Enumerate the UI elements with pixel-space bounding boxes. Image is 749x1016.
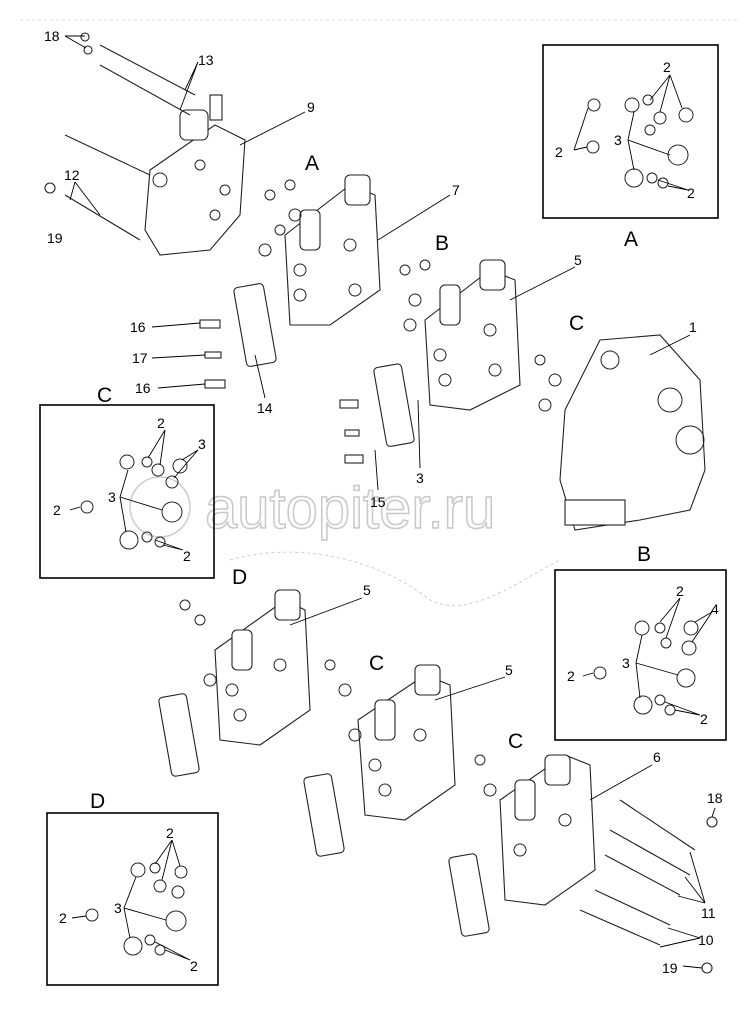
detent-cover-14 xyxy=(233,283,415,447)
solenoid-valve-9 xyxy=(144,94,246,256)
callout-18: 18 xyxy=(707,790,723,806)
section-letter-d: D xyxy=(232,566,247,589)
valve-section-5-c xyxy=(357,664,456,821)
o-rings-b xyxy=(399,259,431,332)
inlet-cover-1 xyxy=(559,334,706,531)
callout-1: 1 xyxy=(689,319,697,335)
valve-section-5-b xyxy=(424,259,521,411)
callout-15: 15 xyxy=(370,494,386,510)
callout-7: 7 xyxy=(452,182,460,198)
lower-covers xyxy=(158,693,490,937)
callout-19: 19 xyxy=(662,960,678,976)
lower-o-rings xyxy=(179,599,497,797)
o-rings-a xyxy=(258,179,302,257)
callout-5: 5 xyxy=(505,662,513,678)
callout-label: 3 xyxy=(614,132,622,148)
callout-label: 2 xyxy=(567,668,575,684)
callout-16: 16 xyxy=(130,319,146,335)
section-letter-c: C xyxy=(569,312,584,335)
callout-label: 2 xyxy=(687,185,695,201)
callout-12: 12 xyxy=(64,167,80,183)
inset-title: B xyxy=(637,543,651,566)
callout-16: 16 xyxy=(135,380,151,396)
inset-b: B 2 4 2 3 2 xyxy=(554,543,727,741)
callout-6: 6 xyxy=(653,749,661,765)
callout-label: 2 xyxy=(183,548,191,564)
callout-label: autopiter.ru xyxy=(205,476,495,541)
callout-13: 13 xyxy=(198,52,214,68)
assembly-line xyxy=(229,551,561,606)
o-rings-c xyxy=(534,354,562,412)
leader-lines xyxy=(64,35,716,969)
section-letter-c: C xyxy=(369,652,384,675)
section-letter-b: B xyxy=(435,232,449,255)
callout-label: 2 xyxy=(676,583,684,599)
inset-title: A xyxy=(624,228,638,251)
callout-label: 2 xyxy=(166,825,174,841)
callout-9: 9 xyxy=(307,99,315,115)
callout-label: 2 xyxy=(53,502,61,518)
callout-5: 5 xyxy=(363,582,371,598)
tie-rods-10-11 xyxy=(579,799,718,974)
valve-section-5-d xyxy=(214,589,311,746)
callout-label: 2 xyxy=(59,910,67,926)
callout-label: 3 xyxy=(114,900,122,916)
section-letter-a: A xyxy=(305,152,319,175)
watermark: autopiter.ru xyxy=(129,475,496,542)
inset-d: D 2 2 3 2 xyxy=(46,790,219,986)
section-letter-c: C xyxy=(508,730,523,753)
callout-14: 14 xyxy=(257,400,273,416)
valve-section-7 xyxy=(284,174,381,326)
callout-11: 11 xyxy=(701,905,716,921)
callout-3: 3 xyxy=(416,470,424,486)
inset-title: D xyxy=(90,790,105,813)
callout-label: 2 xyxy=(190,958,198,974)
inset-c: C 2 3 2 3 2 xyxy=(39,384,215,579)
callout-label: 2 xyxy=(555,144,563,160)
callout-label: 4 xyxy=(711,601,719,617)
callout-label: 2 xyxy=(700,711,708,727)
callout-label: 3 xyxy=(198,436,206,452)
callout-label: 2 xyxy=(157,415,165,431)
inset-a: A 2 2 3 2 xyxy=(542,44,719,251)
inset-title: C xyxy=(97,384,112,407)
callout-10: 10 xyxy=(698,932,714,948)
callout-19: 19 xyxy=(47,230,63,246)
callout-5: 5 xyxy=(574,252,582,268)
callout-17: 17 xyxy=(132,350,148,366)
screws-16-17 xyxy=(199,319,364,464)
callout-label: 2 xyxy=(663,59,671,75)
callout-18: 18 xyxy=(44,28,60,44)
callout-label: 3 xyxy=(108,489,116,505)
callout-label: 3 xyxy=(622,655,630,671)
outlet-section-6 xyxy=(499,754,596,906)
callout-labels: 18 13 9 12 19 7 5 1 16 17 16 14 3 15 5 5… xyxy=(44,28,723,976)
